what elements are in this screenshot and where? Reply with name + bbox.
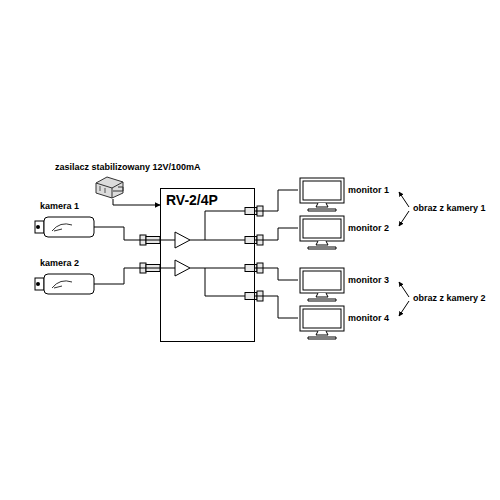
monitor-screen <box>298 266 346 302</box>
plug-adapter <box>93 175 129 199</box>
coax-cable <box>255 268 298 280</box>
monitor: monitor 4 <box>298 304 392 340</box>
signal-note: obraz z kamery 1 <box>412 203 487 214</box>
coax-cable <box>102 268 160 284</box>
amplifier-wiring <box>160 211 245 296</box>
device-label: kamera 2 <box>40 258 102 269</box>
monitor: monitor 2 <box>298 214 392 250</box>
monitor: monitor 1 <box>298 176 392 212</box>
device-label: monitor 1 <box>348 185 389 196</box>
camera-body <box>32 215 102 239</box>
power-lead <box>113 199 160 205</box>
coax-cable <box>255 296 298 318</box>
leader-arrow <box>399 192 409 316</box>
bnc-connector <box>140 206 263 301</box>
splitter-box: RV-2/4P <box>160 188 255 342</box>
device-label: monitor 2 <box>348 223 389 234</box>
device-label: monitor 3 <box>348 275 389 286</box>
coax-cable <box>255 190 298 211</box>
coax-cable <box>255 228 298 240</box>
monitor-screen <box>298 214 346 250</box>
camera: kamera 2 <box>32 258 102 296</box>
signal-note: obraz z kamery 2 <box>412 293 487 304</box>
device-name: RV-2/4P <box>161 189 254 211</box>
monitor-screen <box>298 304 346 340</box>
monitor: monitor 3 <box>298 266 392 302</box>
device-label: zasilacz stabilizowany 12V/100mA <box>55 162 201 173</box>
camera-body <box>32 272 102 296</box>
coax-cable <box>102 227 160 240</box>
device-label: kamera 1 <box>40 201 102 212</box>
monitor-screen <box>298 176 346 212</box>
camera: kamera 1 <box>32 201 102 239</box>
device-label: monitor 4 <box>348 313 389 324</box>
